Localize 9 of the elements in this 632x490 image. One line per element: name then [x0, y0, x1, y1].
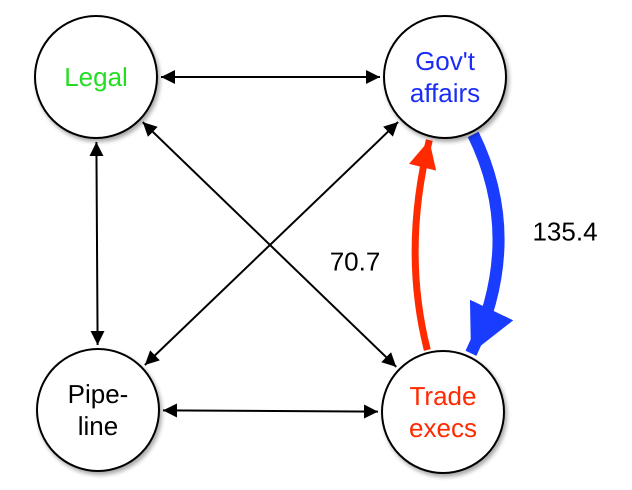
node-label: Gov't affairs [408, 44, 482, 110]
arrow [161, 70, 380, 84]
node-label: Pipe- line [66, 378, 130, 442]
arrow [409, 139, 437, 351]
arrow [163, 403, 378, 419]
arrow [465, 132, 512, 356]
arrow [89, 142, 105, 345]
node-label: Trade execs [408, 380, 478, 444]
node-label: Legal [63, 60, 129, 94]
